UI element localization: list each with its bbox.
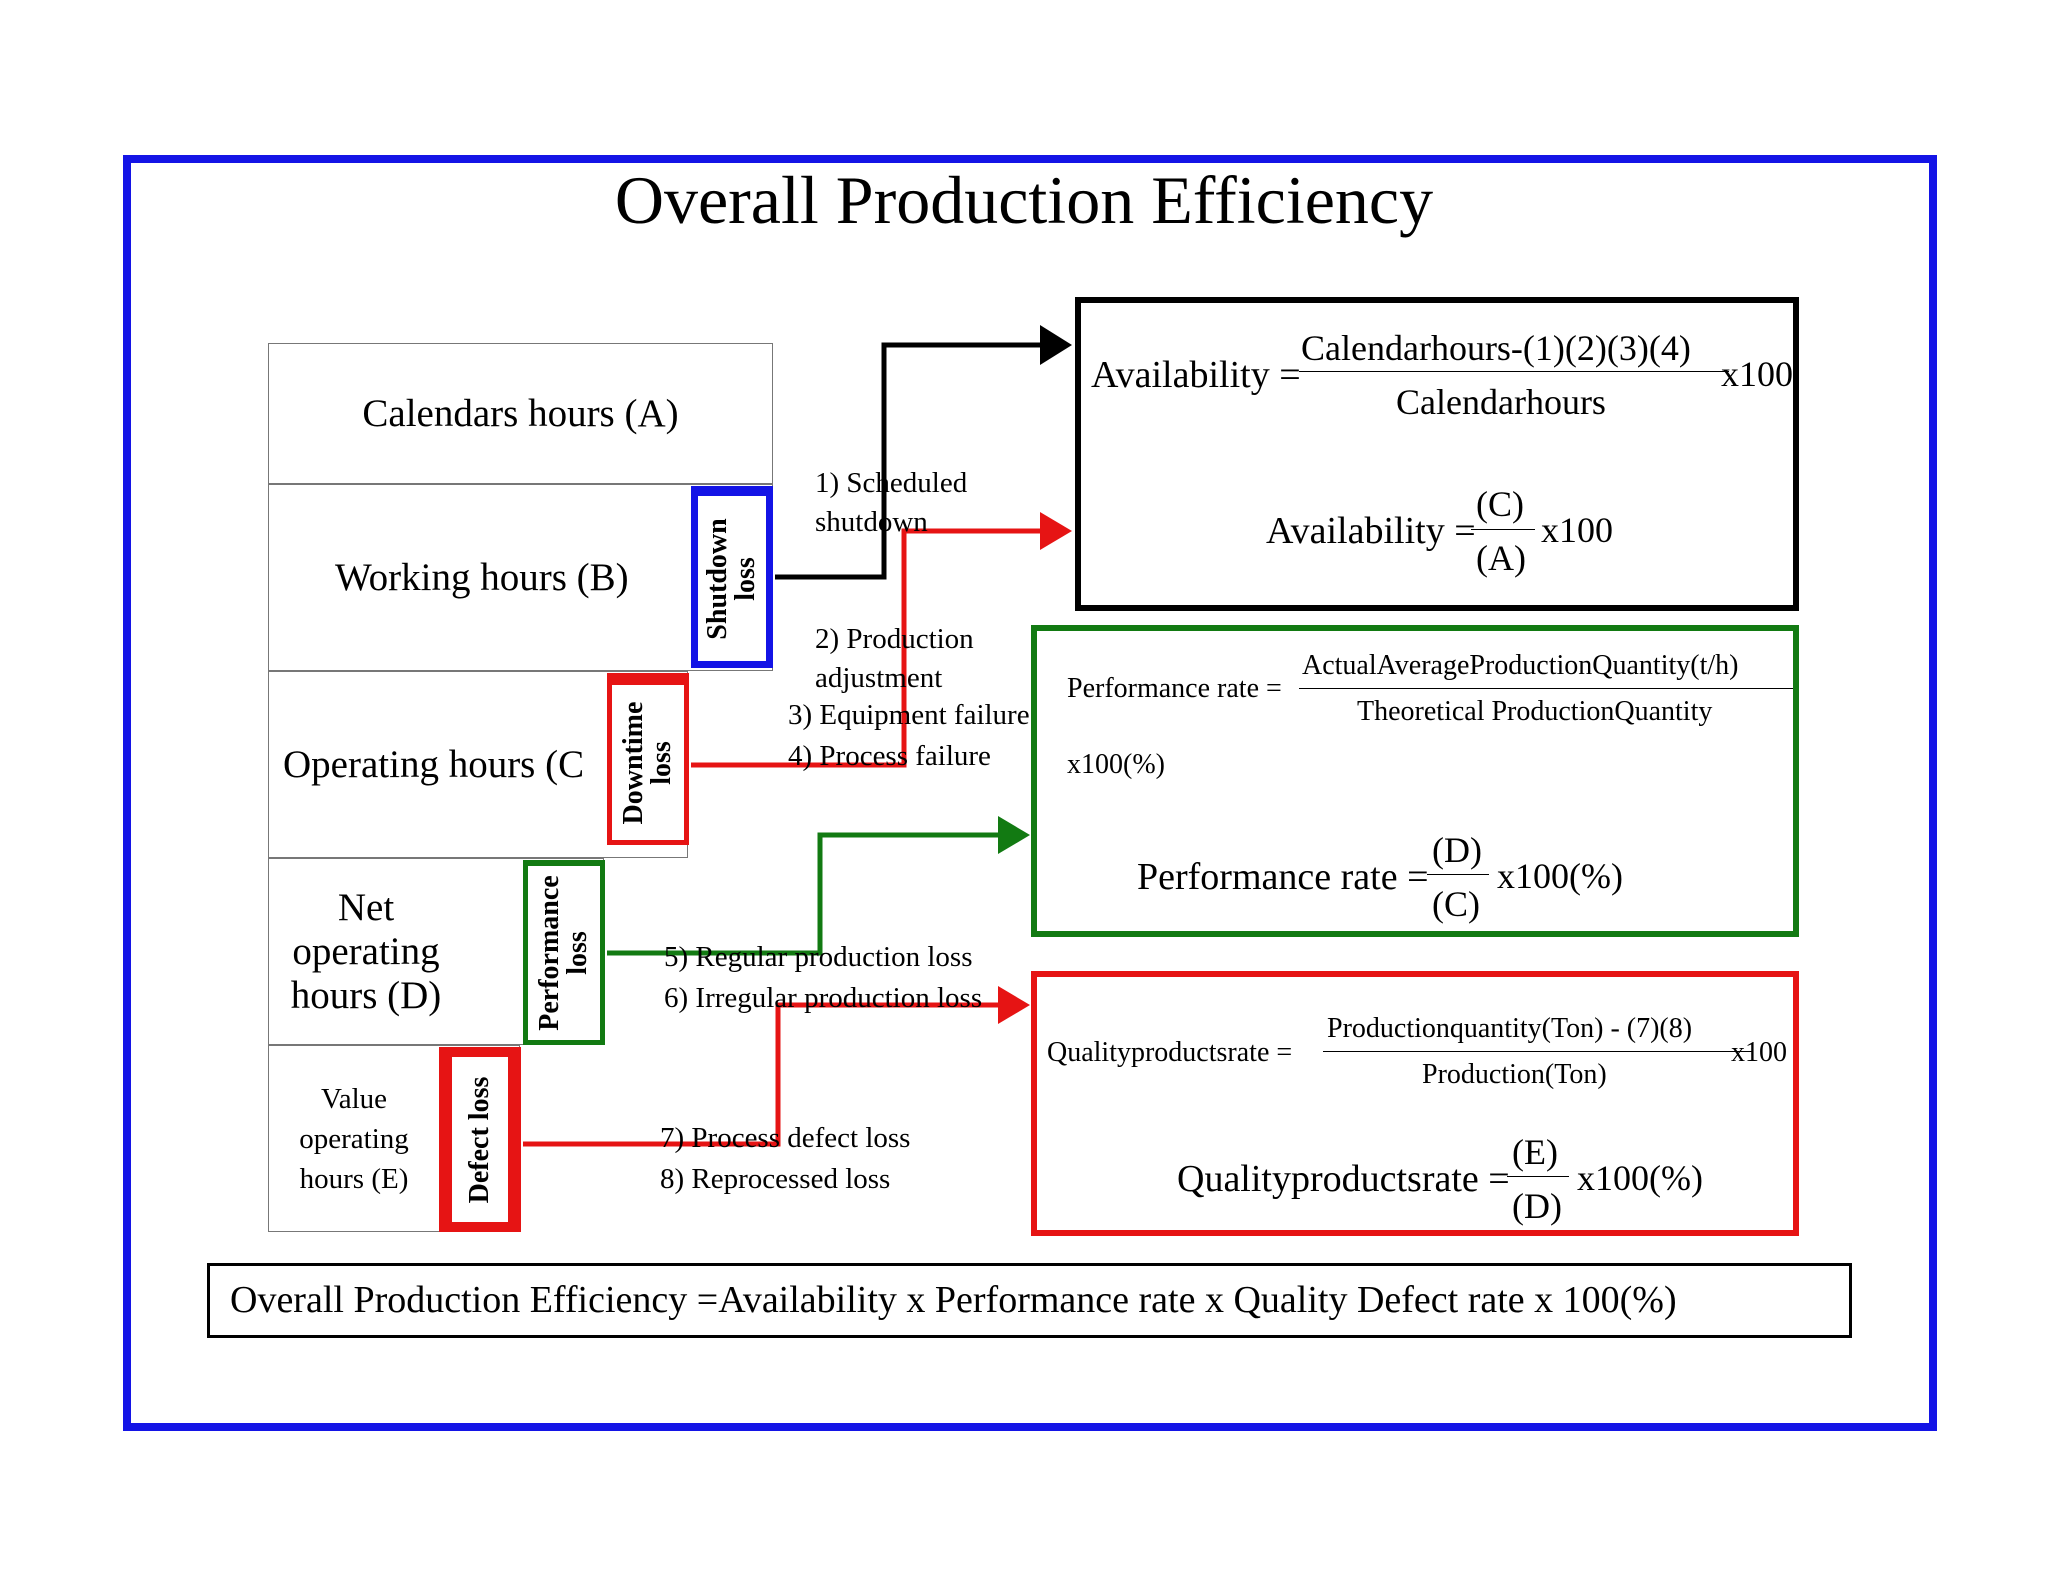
defect-arrowhead (998, 986, 1030, 1024)
working-hours-cell: Working hours (B) (268, 484, 773, 671)
performance-f1-numerator: ActualAverageProductionQuantity(t/h) (1302, 650, 1739, 681)
performance-f1-fraction-line (1299, 688, 1793, 689)
performance-arrowhead (998, 816, 1030, 854)
availability-formula-box: Availability = Calendarhours-(1)(2)(3)(4… (1075, 297, 1799, 611)
operating-hours-label: Operating hours (C (283, 743, 585, 786)
performance-f2-denominator: (C) (1432, 884, 1480, 924)
downtime-arrowhead (1040, 512, 1072, 550)
quality-f2-fraction-line (1507, 1176, 1569, 1177)
performance-f1-lhs: Performance rate = (1067, 673, 1282, 704)
quality-f1-numerator: Productionquantity(Ton) - (7)(8) (1327, 1013, 1693, 1044)
net-operating-hours-line3: hours (D) (290, 973, 442, 1017)
quality-f2-suffix: x100(%) (1577, 1158, 1703, 1198)
performance-f2-numerator: (D) (1432, 830, 1482, 870)
performance-f1-suffix: x100(%) (1067, 749, 1165, 780)
availability-f1-suffix: x100 (1721, 354, 1793, 394)
net-operating-hours-line2: operating (292, 929, 440, 973)
net-operating-hours-line1: Net (337, 885, 395, 929)
availability-f1-denominator: Calendarhours (1396, 382, 1606, 422)
availability-f2-fraction-line (1471, 529, 1535, 530)
performance-f2-fraction-line (1427, 874, 1489, 875)
quality-f1-lhs: Qualityproductsrate = (1047, 1037, 1293, 1068)
performance-f2-suffix: x100(%) (1497, 856, 1623, 896)
quality-f1-denominator: Production(Ton) (1422, 1059, 1607, 1090)
working-hours-label: Working hours (B) (335, 556, 629, 599)
quality-f2-denominator: (D) (1512, 1186, 1562, 1226)
defect-connector (523, 1002, 998, 1147)
performance-f2-lhs: Performance rate = (1137, 856, 1429, 898)
quality-f1-fraction-line (1323, 1051, 1753, 1052)
diagram-title: Overall Production Efficiency (614, 162, 1434, 238)
overall-efficiency-formula: Overall Production Efficiency =Availabil… (207, 1263, 1852, 1338)
availability-f2-suffix: x100 (1541, 510, 1613, 550)
availability-f2-denominator: (A) (1476, 538, 1526, 578)
availability-f1-lhs: Availability = (1091, 354, 1301, 396)
performance-connector (607, 832, 998, 956)
value-operating-hours-line1: Value (320, 1082, 388, 1115)
diagram-frame (123, 155, 1937, 1431)
quality-f1-suffix: x100 (1731, 1037, 1787, 1068)
calendar-hours-cell: Calendars hours (A) (268, 343, 773, 484)
availability-f2-numerator: (C) (1476, 484, 1524, 524)
calendar-hours-label: Calendars hours (A) (362, 392, 679, 435)
performance-formula-box: Performance rate = ActualAverageProducti… (1031, 625, 1799, 937)
shutdown-arrowhead (1040, 325, 1072, 365)
quality-f2-lhs: Qualityproductsrate = (1177, 1158, 1510, 1200)
quality-f2-numerator: (E) (1512, 1132, 1558, 1172)
value-operating-hours-line2: operating (299, 1122, 409, 1155)
availability-f2-lhs: Availability = (1266, 510, 1476, 552)
value-operating-hours-line3: hours (E) (299, 1162, 409, 1195)
defect-loss-bar: Defect loss (439, 1047, 521, 1232)
shutdown-connector (775, 342, 1040, 580)
availability-f1-numerator: Calendarhours-(1)(2)(3)(4) (1301, 328, 1691, 368)
downtime-connector (691, 528, 1040, 768)
quality-formula-box: Qualityproductsrate = Productionquantity… (1031, 971, 1799, 1236)
performance-f1-denominator: Theoretical ProductionQuantity (1357, 696, 1713, 727)
availability-f1-fraction-line (1299, 371, 1729, 372)
